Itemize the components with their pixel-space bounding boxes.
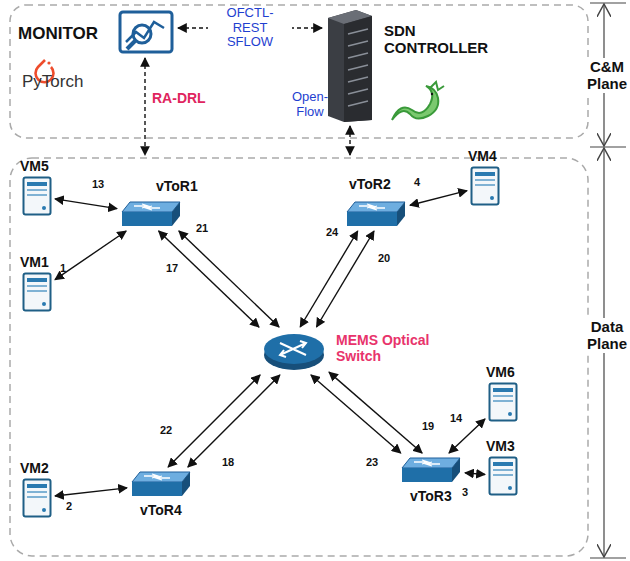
- dragon-logo: [392, 82, 444, 120]
- port-number: 2: [66, 500, 72, 513]
- node-label: MEMS Optical Switch: [336, 332, 446, 364]
- vm-icon: [488, 382, 518, 422]
- node-label: PyTorch: [22, 72, 83, 92]
- link-connector: [317, 231, 374, 327]
- openflow-link: [349, 126, 350, 155]
- link-connector: [168, 375, 260, 467]
- sw-icon: [345, 200, 407, 228]
- link-connector: [55, 231, 126, 280]
- link-connector: [449, 419, 485, 453]
- vm-server: VM2: [22, 478, 52, 518]
- sdn-controller: SDN CONTROLLER: [326, 8, 374, 124]
- node-label: VM6: [486, 364, 515, 380]
- port-number: 23: [366, 456, 378, 469]
- link-connector: [410, 191, 467, 206]
- edge-label: OFCTL-REST SFLOW: [208, 6, 292, 51]
- link-connector: [55, 488, 127, 496]
- sw-icon: [120, 200, 182, 228]
- port-number: 21: [196, 222, 208, 235]
- monitor-node: MONITORPyTorch: [118, 10, 174, 54]
- mems-optical-switch: MEMS Optical Switch: [262, 330, 326, 372]
- mems-icon: [262, 330, 326, 372]
- vm-icon: [470, 166, 500, 206]
- port-number: 22: [160, 424, 172, 437]
- node-label: SDN CONTROLLER: [384, 22, 494, 57]
- node-label: vToR1: [156, 178, 198, 194]
- port-number: 3: [462, 486, 468, 499]
- vm-icon: [22, 272, 52, 312]
- link-connector: [300, 231, 357, 327]
- port-number: 14: [450, 412, 462, 425]
- mon-icon: [118, 10, 174, 54]
- node-label: VM4: [468, 148, 497, 164]
- vm-server: VM3: [488, 456, 518, 496]
- link-label: Open-Flow: [292, 90, 328, 120]
- vtor-switch: vToR1: [120, 200, 182, 228]
- vtor-switch: vToR3: [400, 456, 462, 484]
- vm-icon: [22, 176, 52, 216]
- link-connector: [188, 375, 280, 467]
- port-number: 13: [92, 178, 104, 191]
- port-number: 19: [422, 420, 434, 433]
- port-number: 1: [60, 262, 66, 275]
- port-number: 24: [326, 226, 338, 239]
- data-plane-region: [10, 158, 588, 556]
- srv-icon: [326, 8, 374, 124]
- link-connector: [55, 199, 117, 209]
- vm-server: VM5: [22, 176, 52, 216]
- vm-server: VM4: [470, 166, 500, 206]
- node-label: VM3: [486, 438, 515, 454]
- link-label: RA-DRL: [152, 90, 206, 106]
- port-number: 20: [378, 252, 390, 265]
- node-label: VM5: [20, 158, 49, 174]
- port-number: 17: [166, 262, 178, 275]
- link-connector: [311, 375, 401, 453]
- vm-icon: [22, 478, 52, 518]
- node-label: vToR2: [349, 176, 391, 192]
- link-connector: [329, 372, 422, 453]
- link-connector: [465, 473, 485, 475]
- vtor-switch: vToR2: [345, 200, 407, 228]
- node-label: vToR3: [410, 488, 452, 504]
- vm-server: VM6: [488, 382, 518, 422]
- port-number: 4: [414, 176, 420, 189]
- sw-icon: [400, 456, 462, 484]
- ra-drl-link: [144, 58, 145, 155]
- node-label: vToR4: [140, 502, 182, 518]
- node-label: VM1: [20, 254, 49, 270]
- vtor-switch: vToR4: [130, 470, 192, 498]
- link-connector: [179, 231, 279, 327]
- node-label: VM2: [20, 460, 49, 476]
- plane-label: C&M Plane: [584, 58, 630, 93]
- vm-server: VM1: [22, 272, 52, 312]
- plane-label: Data Plane: [584, 318, 630, 353]
- sw-icon: [130, 470, 192, 498]
- node-label: MONITOR: [18, 24, 98, 44]
- vm-icon: [488, 456, 518, 496]
- link-connector: [159, 231, 259, 327]
- port-number: 18: [222, 456, 234, 469]
- cm-plane-region: [10, 5, 588, 138]
